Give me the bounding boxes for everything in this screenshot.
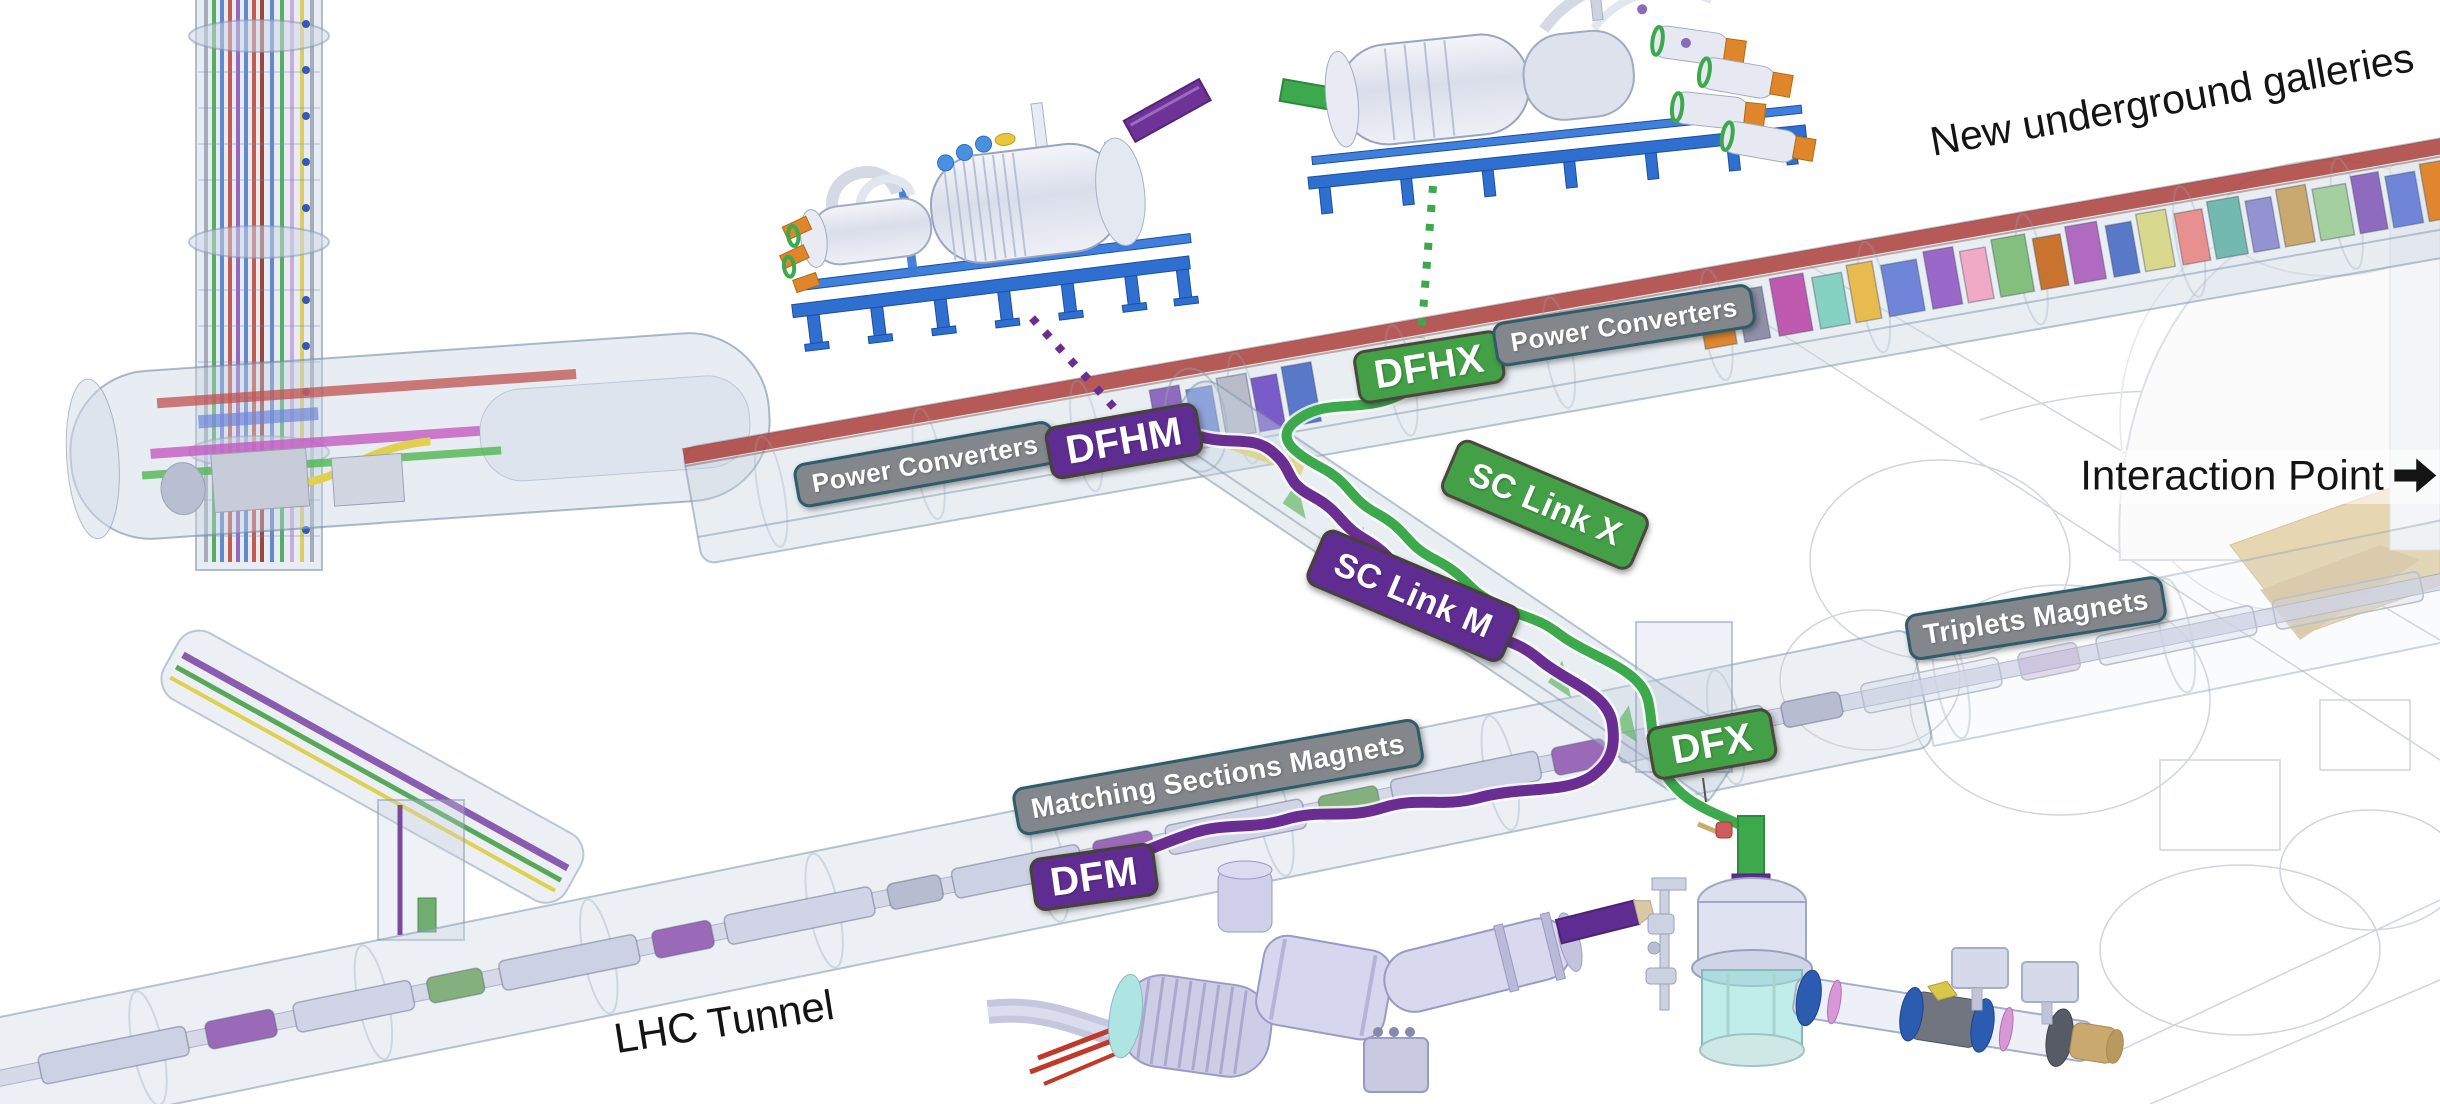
dfhm-cold-box-illustration <box>778 77 1212 352</box>
dfx-device-illustration <box>1645 815 2124 1067</box>
dfhm-callout-dotted-line <box>1029 315 1123 417</box>
dfx-leader-line <box>1702 777 1707 803</box>
dfhx-callout-dotted-line <box>1417 185 1437 339</box>
dfhx-current-lead-cluster <box>1650 24 1817 163</box>
interaction-point-annotation: Interaction Point <box>2080 452 2436 503</box>
dfhx-cold-box-illustration <box>1278 0 1817 215</box>
service-cavern <box>65 332 771 540</box>
ip-text-band <box>2072 450 2440 504</box>
left-service-gallery <box>160 629 585 941</box>
sc-link-m-route <box>1090 426 1619 880</box>
right-arrow-icon <box>2393 455 2436 503</box>
interaction-point-text: Interaction Point <box>2080 451 2384 499</box>
dfm-device-illustration <box>986 860 1655 1093</box>
